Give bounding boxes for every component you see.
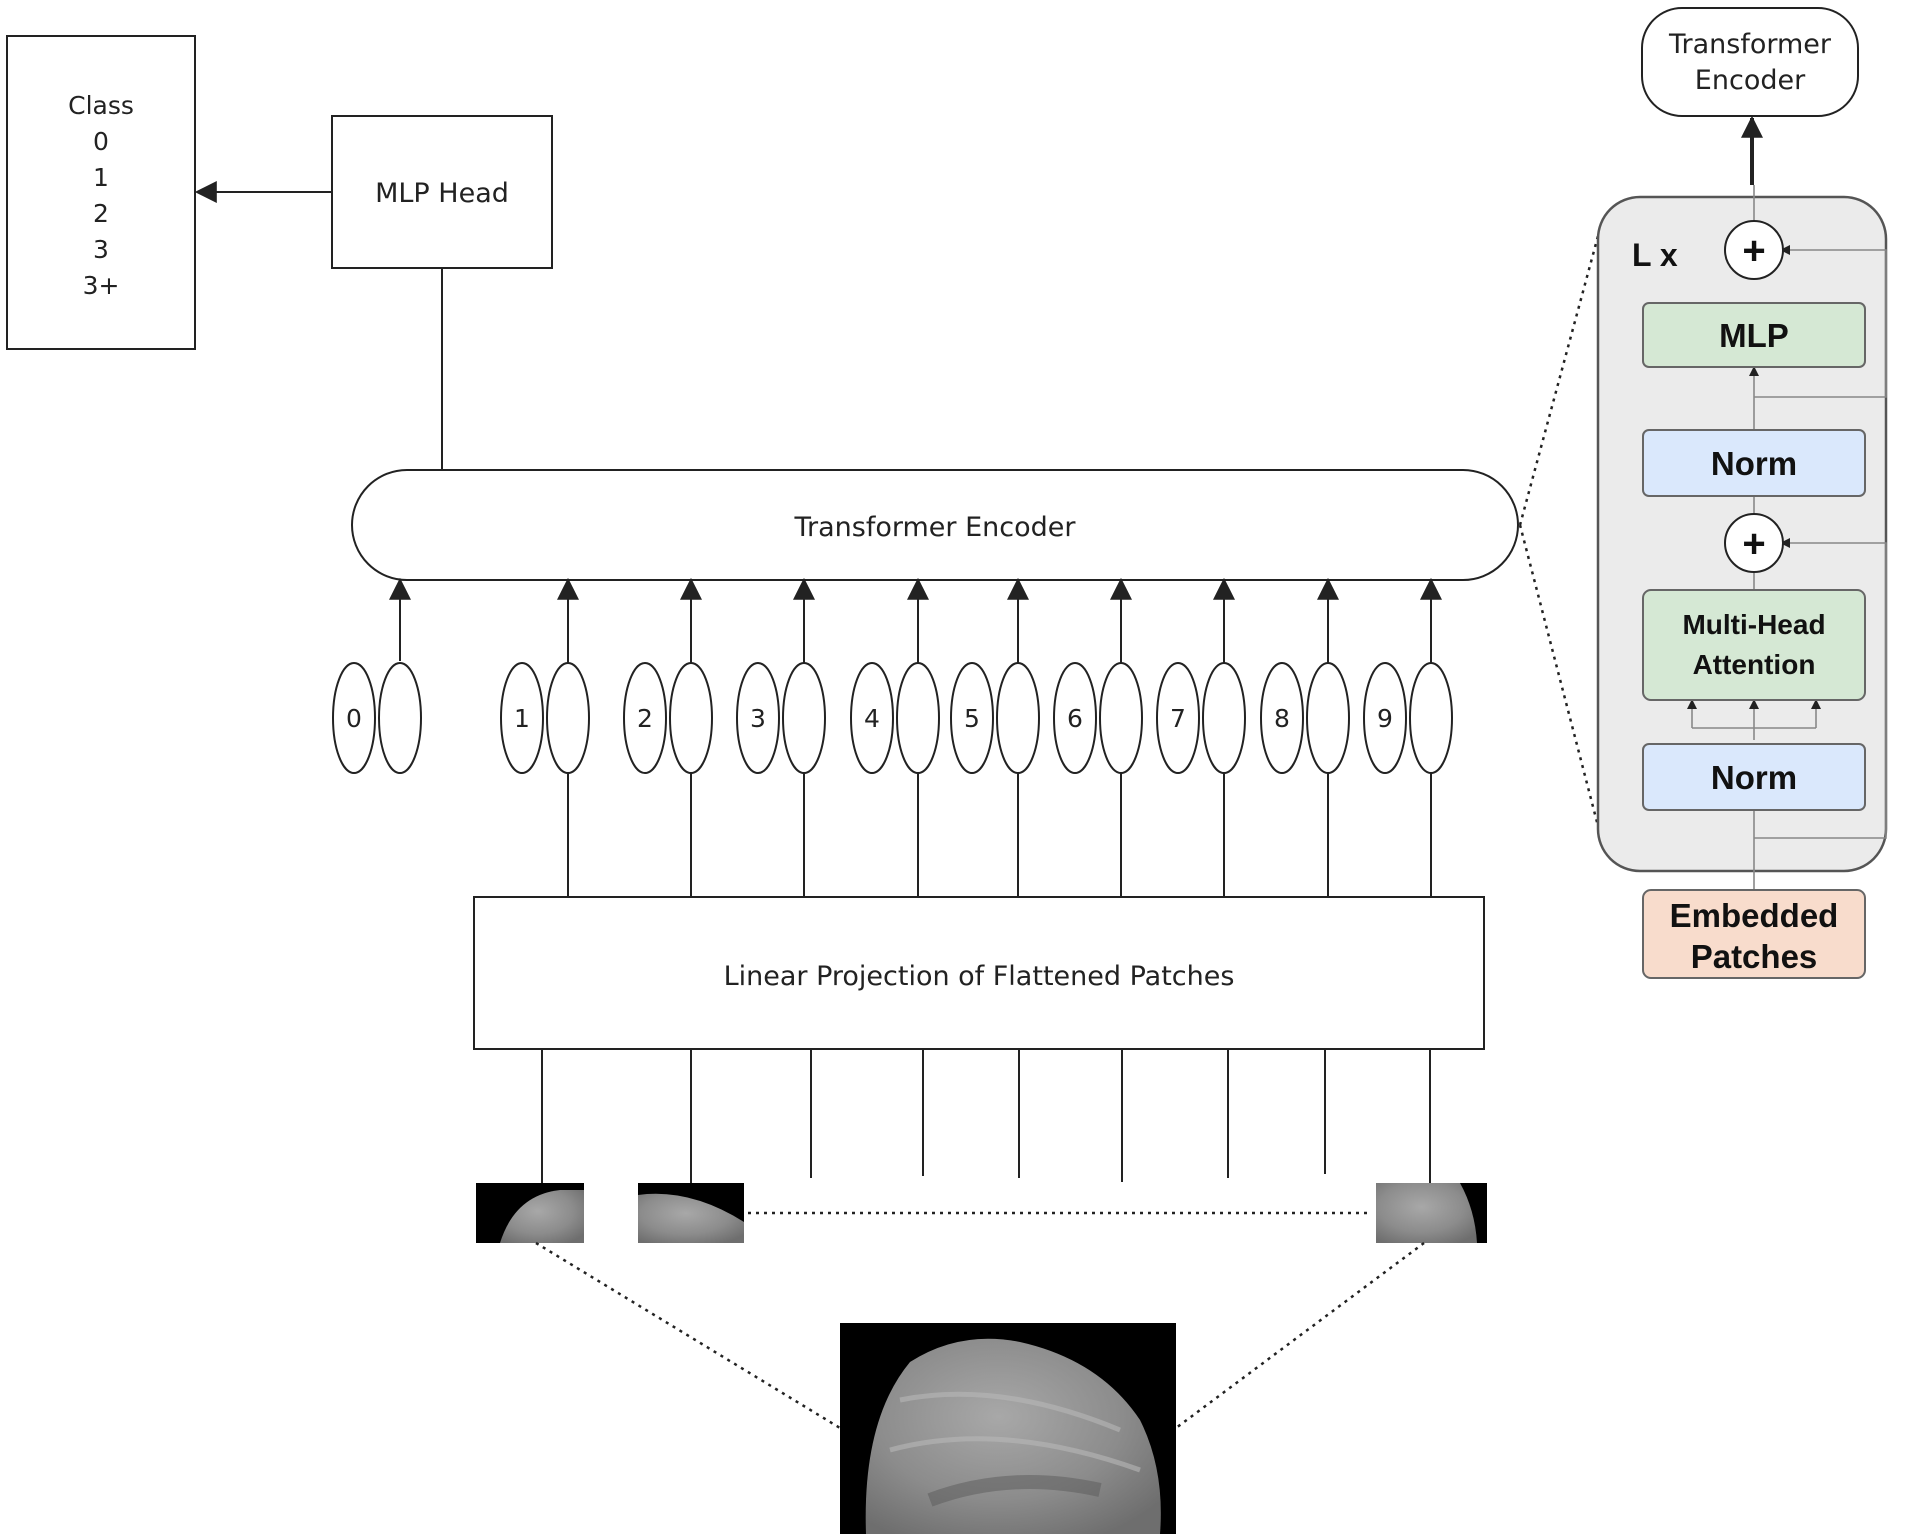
detail-add-circle-top: + [1724, 220, 1784, 280]
position-embedding-3 [736, 662, 780, 774]
patch-input-lines [541, 1049, 1431, 1183]
detail-norm-box-bottom: Norm [1642, 743, 1866, 811]
position-embedding-7 [1156, 662, 1200, 774]
svg-text:+: + [1742, 229, 1765, 273]
class-item-2: 2 [93, 199, 109, 228]
patch-embedding-9 [1409, 662, 1453, 774]
token-label-9: 9 [1377, 704, 1393, 733]
class-item-3plus: 3+ [83, 271, 120, 300]
detail-encoder-output-box: Transformer Encoder [1641, 7, 1859, 117]
detail-repeat-label: L x [1632, 237, 1678, 273]
lung-xray-image [840, 1323, 1176, 1534]
encoder-detail-panel: Transformer Encoder L x [1596, 7, 1888, 979]
detail-zoom-line-bottom [1518, 524, 1600, 827]
detail-zoom-line-top [1518, 235, 1600, 526]
token-6: 6 [1053, 577, 1143, 897]
detail-top-label-line2: Encoder [1695, 65, 1806, 96]
position-embedding-5 [950, 662, 994, 774]
position-embedding-1 [500, 662, 544, 774]
token-row: 0 1 2 3 4 5 6 7 8 9 [332, 577, 1453, 897]
class-box: Class 0 1 2 3 3+ [6, 35, 196, 350]
token-4: 4 [850, 577, 940, 897]
token-8: 8 [1260, 577, 1350, 897]
detail-attention-line2: Attention [1693, 649, 1816, 680]
patch-n [1376, 1183, 1487, 1243]
token-0: 0 [332, 577, 422, 774]
class-item-1: 1 [93, 163, 109, 192]
transformer-encoder-label: Transformer Encoder [794, 512, 1077, 543]
patch-embedding-5 [996, 662, 1040, 774]
patch-2 [638, 1183, 744, 1243]
position-embedding-4 [850, 662, 894, 774]
patch-embedding-8 [1306, 662, 1350, 774]
patch-embedding-6 [1099, 662, 1143, 774]
zoom-line-right [1175, 1241, 1425, 1430]
token-label-8: 8 [1274, 704, 1290, 733]
token-label-2: 2 [637, 704, 653, 733]
token-label-6: 6 [1067, 704, 1083, 733]
class-item-3: 3 [93, 235, 109, 264]
transformer-encoder-box: Transformer Encoder [351, 469, 1519, 581]
linear-projection-box: Linear Projection of Flattened Patches [473, 896, 1485, 1050]
detail-embedded-patches-box: Embedded Patches [1642, 889, 1866, 979]
svg-text:+: + [1742, 522, 1765, 566]
token-label-0: 0 [346, 704, 362, 733]
position-embedding-6 [1053, 662, 1097, 774]
patch-embedding-0 [378, 662, 422, 774]
detail-attention-box: Multi-Head Attention [1642, 589, 1866, 701]
detail-embedded-line1: Embedded [1670, 897, 1839, 934]
detail-norm-label-top: Norm [1711, 445, 1797, 482]
detail-norm-label-bottom: Norm [1711, 759, 1797, 796]
token-1: 1 [500, 577, 590, 897]
detail-embedded-line2: Patches [1691, 938, 1818, 975]
zoom-line-left [535, 1241, 841, 1430]
patch-embedding-7 [1202, 662, 1246, 774]
token-5: 5 [950, 577, 1040, 897]
token-label-1: 1 [514, 704, 530, 733]
token-label-3: 3 [750, 704, 766, 733]
patch-embedding-4 [896, 662, 940, 774]
patch-1 [476, 1183, 584, 1243]
patch-embedding-1 [546, 662, 590, 774]
detail-mlp-box: MLP [1642, 302, 1866, 368]
position-embedding-9 [1363, 662, 1407, 774]
position-embedding-8 [1260, 662, 1304, 774]
patch-embedding-3 [782, 662, 826, 774]
patch-embedding-2 [669, 662, 713, 774]
detail-residual-lines [1754, 249, 1887, 839]
mlp-head-label: MLP Head [375, 178, 509, 209]
linear-projection-label: Linear Projection of Flattened Patches [724, 961, 1235, 992]
position-embedding-0 [332, 662, 376, 774]
detail-attention-line1: Multi-Head [1682, 609, 1825, 640]
detail-mlp-label: MLP [1719, 317, 1789, 354]
detail-norm-box-top: Norm [1642, 429, 1866, 497]
token-3: 3 [736, 577, 826, 897]
token-9: 9 [1363, 577, 1453, 897]
class-title: Class [68, 91, 134, 120]
detail-top-label-line1: Transformer [1668, 29, 1832, 60]
token-2: 2 [623, 577, 713, 897]
position-embedding-2 [623, 662, 667, 774]
mlp-head-box: MLP Head [331, 115, 553, 269]
class-item-0: 0 [93, 127, 109, 156]
token-label-5: 5 [964, 704, 980, 733]
token-7: 7 [1156, 577, 1246, 897]
detail-add-circle-bottom: + [1724, 513, 1784, 573]
token-label-4: 4 [864, 704, 880, 733]
token-label-7: 7 [1170, 704, 1186, 733]
